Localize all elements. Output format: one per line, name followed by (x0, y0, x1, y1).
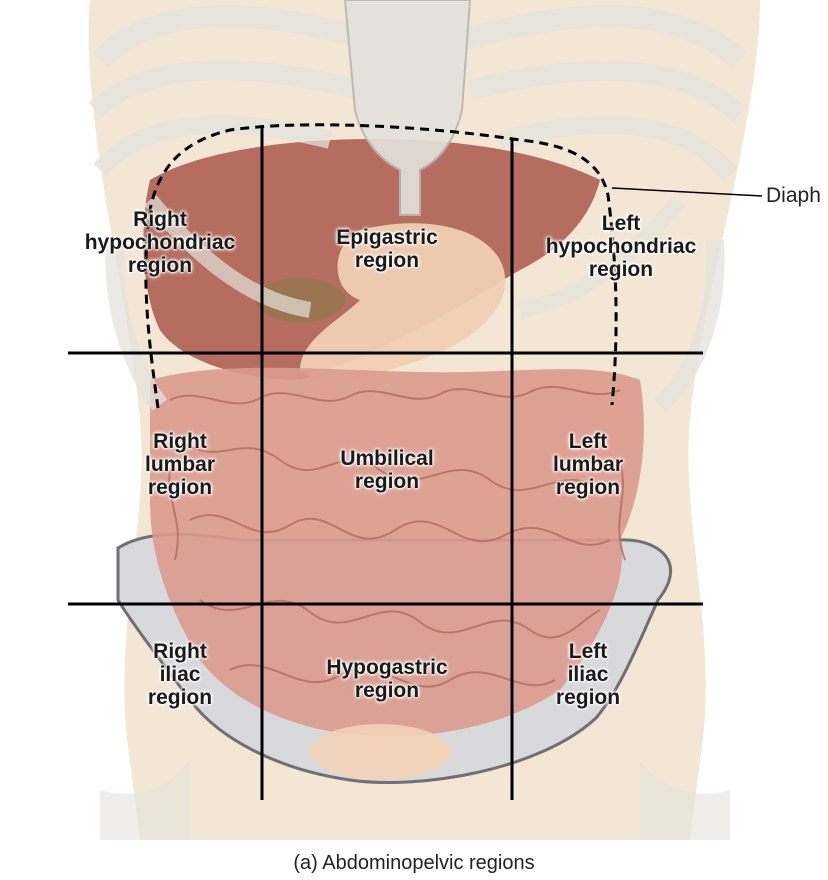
label-left-lumbar-region: Left lumbar region (552, 430, 623, 499)
label-left-hypochondriac-region: Left hypochondriac region (545, 212, 697, 281)
bladder-organ (310, 724, 450, 780)
label-left-iliac-region: Left iliac region (555, 640, 621, 709)
diaphragm-outline (144, 123, 618, 409)
ribcage (88, 5, 748, 412)
label-umbilical-region: Umbilical region (340, 447, 434, 493)
stomach-organ (300, 223, 506, 380)
diaphragm-label: Diaph (766, 184, 821, 207)
label-right-lumbar-region: Right lumbar region (144, 430, 215, 499)
region-grid (68, 125, 703, 800)
hip-bone-right (100, 760, 190, 840)
label-hypogastric-region: Hypogastric region (326, 656, 448, 702)
label-right-iliac-region: Right iliac region (147, 640, 213, 709)
diaphragm-leader-line (611, 187, 763, 197)
figure-caption: (a) Abdominopelvic regions (293, 852, 535, 874)
intestine-loops (168, 385, 626, 688)
label-right-hypochondriac-region: Right hypochondriac region (84, 208, 236, 277)
hip-bone-left (640, 760, 730, 840)
intestine-organ (150, 367, 644, 737)
label-epigastric-region: Epigastric region (336, 226, 438, 272)
sternum-bone (343, 0, 472, 216)
